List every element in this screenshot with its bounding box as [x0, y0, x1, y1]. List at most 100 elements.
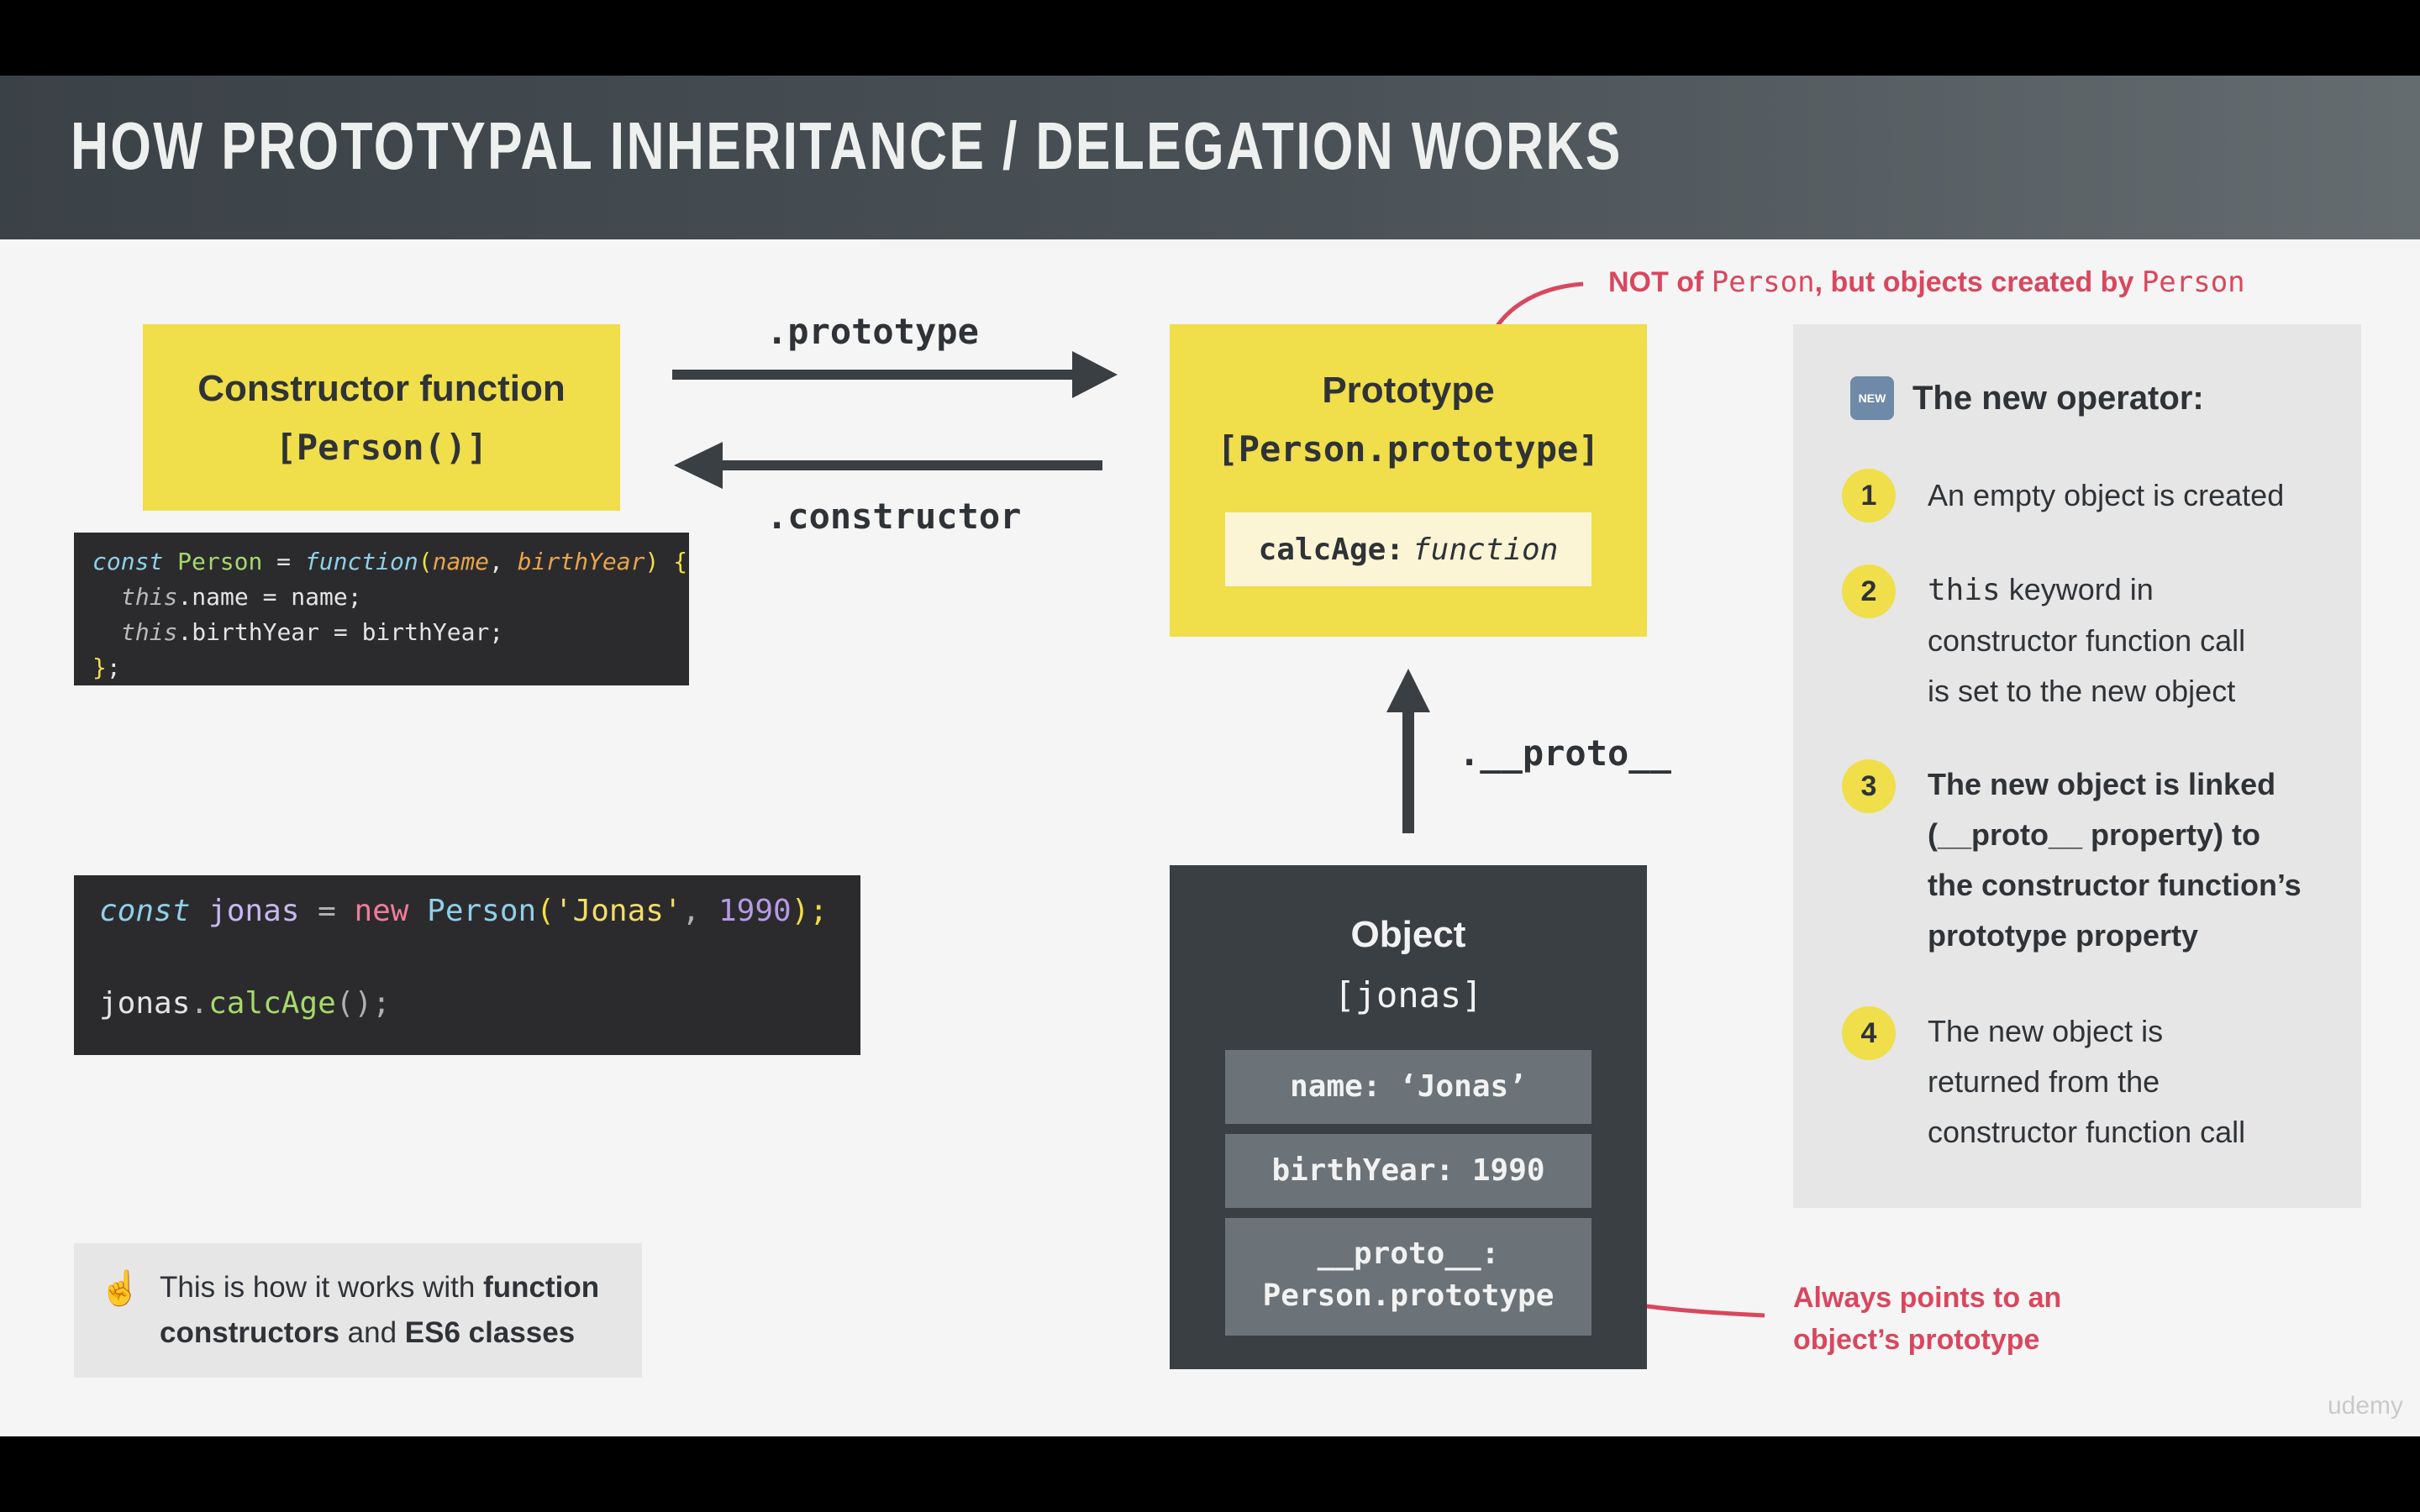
- constructor-label: .constructor: [766, 496, 1022, 537]
- step-text: An empty object is created: [1928, 470, 2284, 521]
- code-punct: (: [536, 894, 555, 928]
- step-line: The new object is linked: [1928, 767, 2276, 801]
- step-text: this keyword in constructor function cal…: [1928, 564, 2245, 717]
- object-prop-name: name: ‘Jonas’: [1225, 1050, 1591, 1124]
- new-operator-panel: NEW The new operator: 1 An empty object …: [1793, 324, 2361, 1208]
- annotation-bold: created by: [1991, 266, 2134, 298]
- constructor-function-box: Constructor function [Person()]: [143, 324, 620, 511]
- code-operator: =: [262, 548, 305, 575]
- code-punct: ,: [681, 894, 718, 928]
- code-punct: .: [190, 986, 209, 1021]
- udemy-watermark: udemy: [2328, 1392, 2404, 1420]
- code-string: 'Jonas': [554, 894, 682, 928]
- step-line-text: keyword in: [2000, 572, 2154, 606]
- code-keyword: const: [92, 548, 164, 575]
- code-line-4: };: [92, 654, 121, 681]
- code-punct: ;: [106, 654, 121, 681]
- constructor-arrow: [674, 442, 1102, 489]
- prototype-box: Prototype [Person.prototype] calcAge: fu…: [1170, 324, 1647, 637]
- object-box-title: Object: [1350, 914, 1466, 955]
- note-bold: ES6 classes: [404, 1316, 576, 1349]
- code-number: 1990: [718, 894, 792, 928]
- code-punct: {: [673, 548, 688, 575]
- code-punct: ): [644, 548, 674, 575]
- code-identifier: Person: [177, 548, 263, 575]
- code-operator: =: [318, 894, 355, 928]
- object-prop-proto: __proto__: Person.prototype: [1225, 1218, 1591, 1336]
- step-line: this keyword in: [1928, 564, 2245, 616]
- step-number: 1: [1842, 469, 1896, 522]
- code-class: Person: [408, 894, 537, 928]
- code-keyword: this: [121, 618, 178, 646]
- constructor-box-name: [Person()]: [275, 427, 488, 468]
- object-box: Object [jonas] name: ‘Jonas’ birthYear: …: [1170, 865, 1647, 1369]
- proto-arrow: [1386, 669, 1430, 833]
- annotation-top: NOT of Person, but objects created by Pe…: [1608, 265, 2245, 299]
- code-keyword: function: [304, 548, 418, 575]
- annotation-bottom-line-1: Always points to an: [1793, 1282, 2062, 1314]
- code-identifier: jonas: [190, 894, 318, 928]
- annotation-bottom-line-2: object’s prototype: [1793, 1324, 2040, 1356]
- slide-header: [0, 76, 2420, 239]
- note-plain: and: [339, 1316, 405, 1349]
- annotation-text: [2133, 266, 2141, 298]
- code-param: name: [432, 548, 490, 575]
- proto-label: .__proto__: [1459, 732, 1671, 774]
- proto-line-1: __proto__:: [1317, 1236, 1500, 1271]
- annotation-text: , but objects: [1814, 266, 1991, 298]
- letterbox-bottom: [0, 1436, 2420, 1512]
- step-line: The new object is: [1928, 1014, 2164, 1048]
- prototype-arrow: [672, 351, 1118, 398]
- prototype-label: .prototype: [766, 311, 979, 352]
- step-number: 4: [1842, 1006, 1896, 1060]
- code-keyword: const: [99, 894, 191, 928]
- code-line-2: this.name = name;: [121, 583, 362, 611]
- step-text: The new object is returned from the cons…: [1928, 1006, 2245, 1158]
- code-statement: .name = name;: [177, 583, 362, 611]
- prototype-box-name: [Person.prototype]: [1217, 428, 1600, 470]
- annotation-bottom: Always points to an object’s prototype: [1793, 1277, 2061, 1361]
- step-line: is set to the new object: [1928, 674, 2236, 708]
- code-punct: ();: [335, 986, 391, 1021]
- code-line-instance-1: const jonas = new Person('Jonas', 1990);: [99, 894, 828, 928]
- new-operator-heading: The new operator:: [1912, 380, 2204, 417]
- code-punct: (: [418, 548, 433, 575]
- code-statement: .birthYear = birthYear;: [177, 618, 504, 646]
- code-line-instance-2: jonas.calcAge();: [99, 986, 391, 1021]
- annotation-code: Person: [2141, 265, 2245, 299]
- code-punct: }: [92, 654, 107, 681]
- code-punct: );: [791, 894, 829, 928]
- step-line: An empty object is created: [1928, 478, 2285, 512]
- step-line: constructor function call: [1928, 1115, 2246, 1149]
- note-line-2: constructors and ES6 classes: [160, 1310, 599, 1356]
- annotation-code: Person: [1711, 265, 1815, 299]
- prototype-method: calcAge: function: [1225, 512, 1591, 586]
- new-badge-icon: NEW: [1850, 376, 1894, 420]
- step-text: The new object is linked (__proto__ prop…: [1928, 759, 2302, 961]
- step-line: (__proto__ property) to: [1928, 817, 2261, 852]
- step-number: 3: [1842, 759, 1896, 813]
- code-method: calcAge: [208, 986, 336, 1021]
- proto-line-2: Person.prototype: [1262, 1278, 1555, 1313]
- pointing-hand-icon: ☝: [99, 1270, 141, 1307]
- method-key: calcAge:: [1258, 533, 1404, 567]
- letterbox-top: [0, 0, 2420, 76]
- object-prop-birthyear: birthYear: 1990: [1225, 1134, 1591, 1208]
- object-box-name: [jonas]: [1334, 974, 1483, 1016]
- slide-title: HOW PROTOTYPAL INHERITANCE / DELEGATION …: [71, 108, 1623, 183]
- note-line-1: This is how it works with function: [160, 1265, 599, 1310]
- instance-code-block: const jonas = new Person('Jonas', 1990);…: [74, 875, 860, 1055]
- code-keyword: this: [121, 583, 178, 611]
- prototype-box-title: Prototype: [1322, 370, 1495, 411]
- note-bold: constructors: [160, 1316, 339, 1349]
- code-keyword-new: new: [354, 894, 409, 928]
- method-value: function: [1413, 533, 1559, 567]
- note-bold: function: [483, 1271, 600, 1304]
- code-punct: ,: [489, 548, 518, 575]
- note-plain: This is how it works with: [160, 1271, 484, 1304]
- step-code: this: [1928, 573, 2001, 607]
- code-identifier: jonas: [99, 986, 191, 1021]
- step-number: 2: [1842, 564, 1896, 618]
- constructor-code-block: const Person = function(name, birthYear)…: [74, 533, 689, 685]
- code-param: birthYear: [517, 548, 645, 575]
